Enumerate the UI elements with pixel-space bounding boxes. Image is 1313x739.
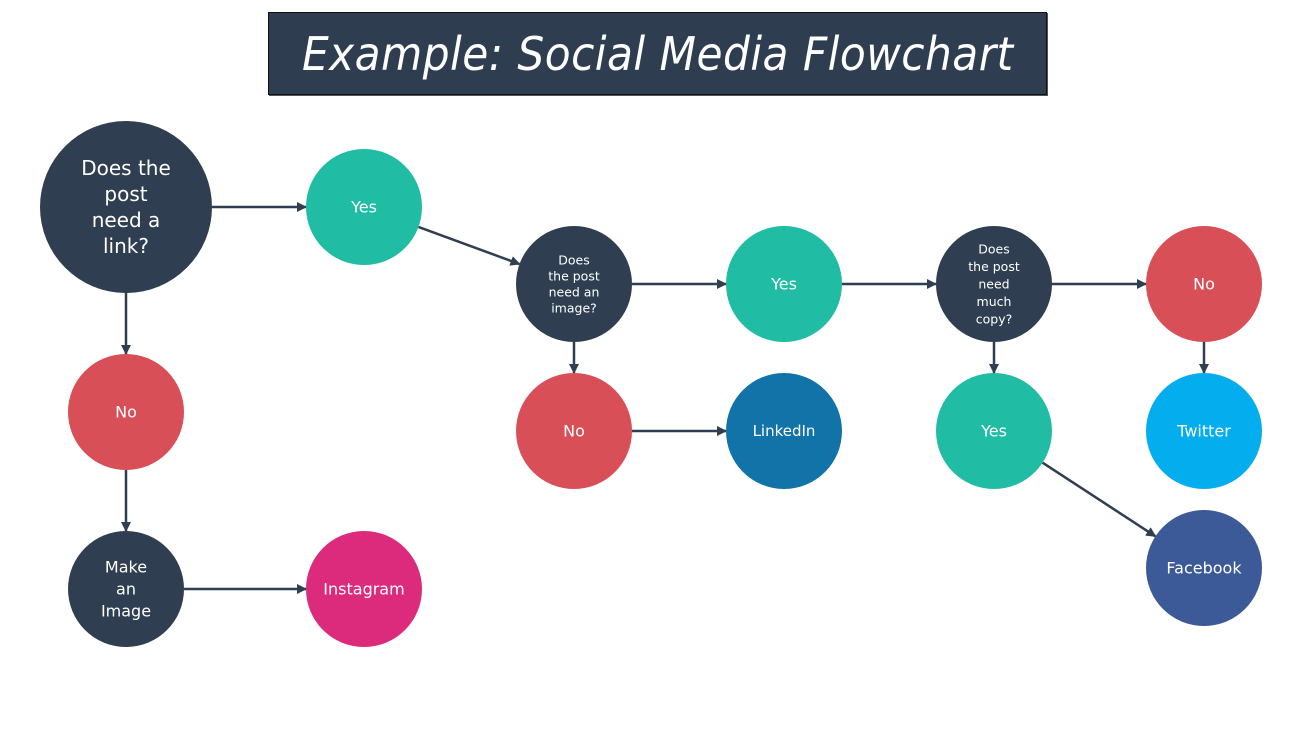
node-label: the post bbox=[968, 259, 1020, 274]
node-circle-decision bbox=[40, 121, 212, 293]
node-label: Does bbox=[978, 242, 1009, 257]
node-label: link? bbox=[103, 234, 149, 258]
node-circle-instagram bbox=[306, 531, 422, 647]
node-circle-yes bbox=[936, 373, 1052, 489]
node-circle-twitter bbox=[1146, 373, 1262, 489]
node-label: image? bbox=[551, 301, 597, 316]
node-yes-link: Yes bbox=[306, 149, 422, 265]
node-circle-no bbox=[1146, 226, 1262, 342]
node-circle-no bbox=[516, 373, 632, 489]
node-label: need an bbox=[549, 285, 600, 300]
node-label: post bbox=[104, 182, 147, 206]
node-label: Twitter bbox=[1176, 422, 1231, 441]
node-yes-copy: Yes bbox=[936, 373, 1052, 489]
node-no-copy: No bbox=[1146, 226, 1262, 342]
node-label: an bbox=[116, 580, 136, 599]
node-circle-decision bbox=[936, 226, 1052, 342]
node-label: Yes bbox=[980, 422, 1007, 441]
node-no-link: No bbox=[68, 354, 184, 470]
node-yes-image: Yes bbox=[726, 226, 842, 342]
node-circle-yes bbox=[726, 226, 842, 342]
node-instagram: Instagram bbox=[306, 531, 422, 647]
node-label: copy? bbox=[976, 312, 1013, 327]
edges-layer bbox=[121, 202, 1209, 594]
node-twitter: Twitter bbox=[1146, 373, 1262, 489]
edge-yes-link-to-q-image bbox=[418, 225, 521, 266]
page-title: Example: Social Media Flowchart bbox=[301, 26, 1014, 81]
node-label: No bbox=[115, 403, 137, 422]
node-label: Facebook bbox=[1166, 559, 1242, 578]
node-circle-facebook bbox=[1146, 510, 1262, 626]
node-label: No bbox=[563, 422, 585, 441]
node-circle-yes bbox=[306, 149, 422, 265]
node-label: need bbox=[978, 277, 1009, 292]
node-facebook: Facebook bbox=[1146, 510, 1262, 626]
node-label: Instagram bbox=[323, 580, 404, 599]
node-circle-decision bbox=[516, 226, 632, 342]
node-no-image: No bbox=[516, 373, 632, 489]
node-label: much bbox=[977, 294, 1012, 309]
node-circle-linkedin bbox=[726, 373, 842, 489]
node-label: need a bbox=[92, 208, 161, 232]
node-label: Does the bbox=[81, 156, 171, 180]
node-label: Does bbox=[558, 253, 589, 268]
node-linkedin: LinkedIn bbox=[726, 373, 842, 489]
node-label: Yes bbox=[770, 275, 797, 294]
node-q-copy: Does the post need much copy? bbox=[936, 226, 1052, 342]
node-circle-no bbox=[68, 354, 184, 470]
node-label: No bbox=[1193, 275, 1215, 294]
node-label: LinkedIn bbox=[753, 422, 816, 440]
node-circle-decision bbox=[68, 531, 184, 647]
edge-yes-copy-to-facebook bbox=[1041, 461, 1157, 538]
node-label: the post bbox=[548, 269, 600, 284]
node-label: Image bbox=[101, 602, 151, 621]
node-label: Yes bbox=[350, 198, 377, 217]
node-label: Make bbox=[105, 558, 147, 577]
title-banner: Example: Social Media Flowchart bbox=[268, 12, 1047, 95]
